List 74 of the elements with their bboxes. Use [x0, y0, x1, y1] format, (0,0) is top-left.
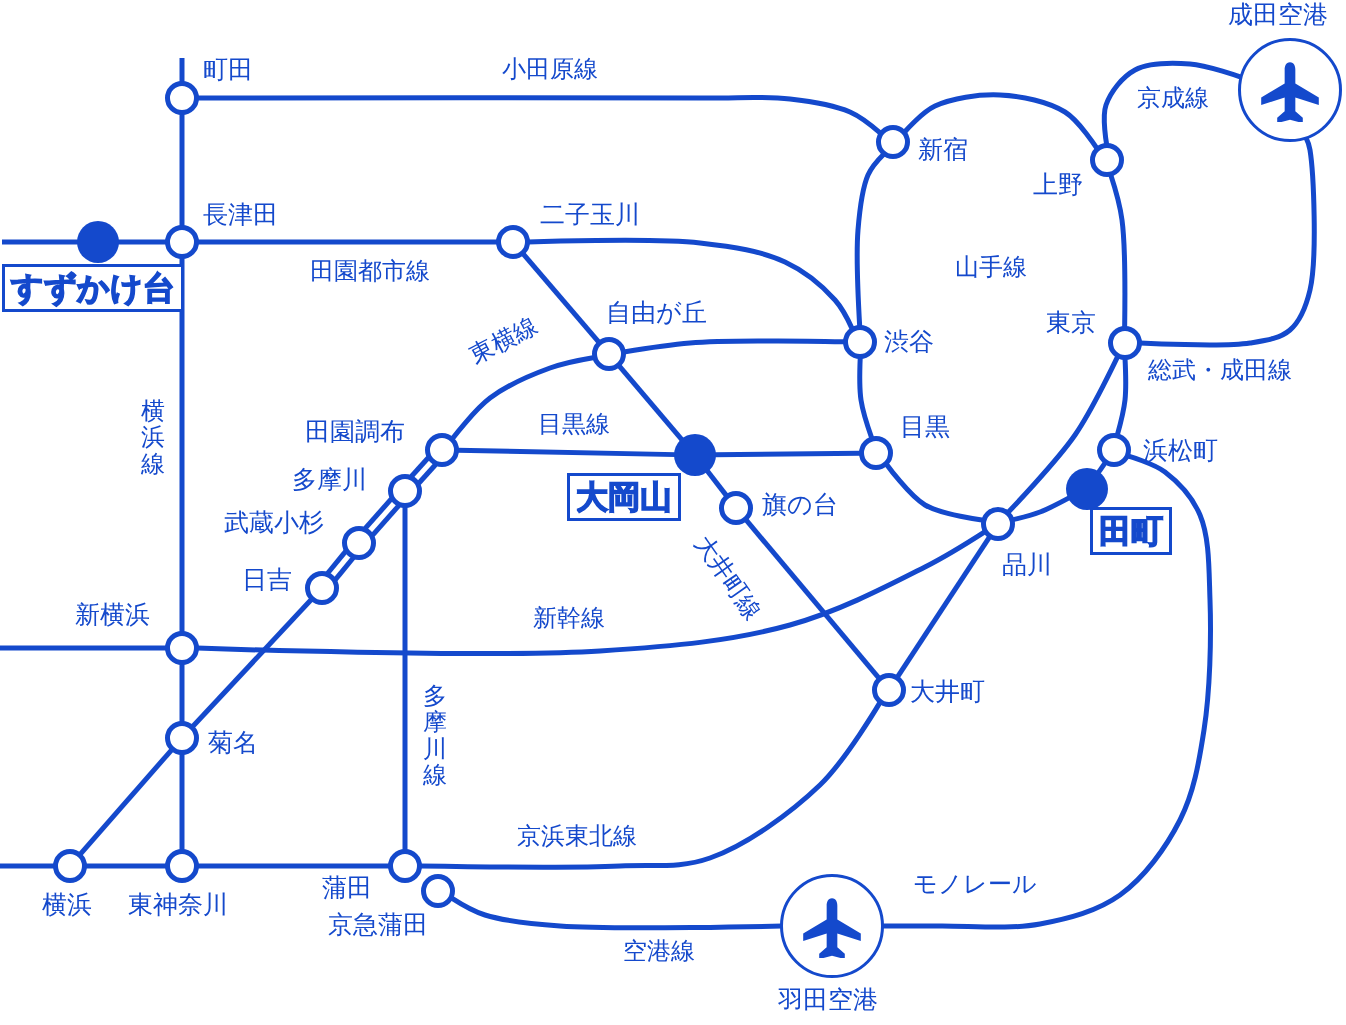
- rail-line: [197, 863, 390, 869]
- rail-line: [85, 863, 167, 869]
- rail-line: [884, 462, 984, 523]
- rail-line: [1006, 355, 1121, 515]
- rail-line: [179, 113, 185, 227]
- line-name: 横浜線: [141, 398, 165, 478]
- station-name: 田町: [1090, 507, 1172, 555]
- station-name: 京急蒲田: [328, 910, 428, 940]
- rail-line: [2, 239, 79, 245]
- rail-line: [402, 506, 408, 851]
- rail-line: [325, 549, 348, 575]
- station-name: 二子玉川: [540, 200, 640, 230]
- station-name: 上野: [1033, 170, 1083, 200]
- station-name: 自由が丘: [606, 298, 707, 328]
- rail-line: [0, 645, 167, 651]
- station-name: 東神奈川: [128, 890, 228, 920]
- rail-line: [363, 497, 394, 531]
- rail-line: [0, 863, 55, 869]
- rail-line: [882, 453, 1213, 930]
- station-name: 浜松町: [1143, 436, 1218, 466]
- station-name: 大岡山: [567, 473, 681, 521]
- station-name: 旗の台: [762, 490, 838, 520]
- rail-line: [179, 257, 185, 633]
- station-name: 長津田: [203, 200, 278, 230]
- line-name: 大井町線: [689, 530, 768, 625]
- line-name: モノレール: [913, 870, 1037, 898]
- station-name: 蒲田: [322, 873, 372, 903]
- station-name: すずかけ台: [2, 264, 184, 312]
- station-name: 成田空港: [1228, 0, 1328, 30]
- rail-line: [179, 753, 185, 851]
- line-name: 京浜東北線: [517, 822, 637, 850]
- rail-line: [520, 251, 602, 345]
- station-name: 新宿: [918, 135, 968, 165]
- line-name: 空港線: [623, 937, 695, 965]
- line-name: 山手線: [955, 253, 1027, 281]
- line-name: 京成線: [1137, 84, 1209, 112]
- station-name: 目黒: [900, 412, 950, 442]
- rail-line: [117, 239, 167, 245]
- station-name: 新横浜: [75, 600, 150, 630]
- station-name: 渋谷: [884, 327, 934, 357]
- line-name: 目黒線: [538, 410, 610, 438]
- rail-line: [179, 58, 185, 83]
- rail-line: [409, 456, 431, 479]
- station-name: 羽田空港: [778, 985, 878, 1015]
- rail-line: [197, 94, 883, 136]
- station-name: 町田: [203, 55, 253, 85]
- line-name: 東横線: [465, 311, 542, 370]
- station-name: 日吉: [242, 565, 292, 595]
- rail-line: [704, 468, 729, 498]
- line-name: 小田原線: [502, 55, 598, 83]
- station-name: 菊名: [208, 728, 258, 758]
- rail-line: [450, 355, 595, 441]
- rail-line: [333, 556, 356, 582]
- rail-line: [616, 363, 685, 443]
- line-name: 総武・成田線: [1148, 356, 1292, 384]
- rail-line: [197, 239, 498, 245]
- rail-line: [895, 535, 992, 679]
- rail-line: [416, 462, 438, 485]
- line-name: 新幹線: [533, 604, 605, 632]
- station-name: 武蔵小杉: [224, 508, 324, 538]
- rail-line: [78, 747, 174, 857]
- station-name: 多摩川: [292, 465, 367, 495]
- station-name: 東京: [1046, 308, 1096, 338]
- station-name: 大井町: [910, 677, 985, 707]
- rail-line: [190, 597, 314, 729]
- rail-line: [743, 517, 882, 681]
- station-name: 品川: [1002, 550, 1052, 580]
- station-name: 田園調布: [305, 417, 405, 447]
- rail-line: [370, 503, 401, 537]
- rail-line: [902, 92, 1100, 151]
- line-name: 田園都市線: [310, 257, 430, 285]
- line-name: 多摩川線: [423, 683, 447, 789]
- rail-line: [179, 663, 185, 723]
- station-name: 横浜: [42, 890, 92, 920]
